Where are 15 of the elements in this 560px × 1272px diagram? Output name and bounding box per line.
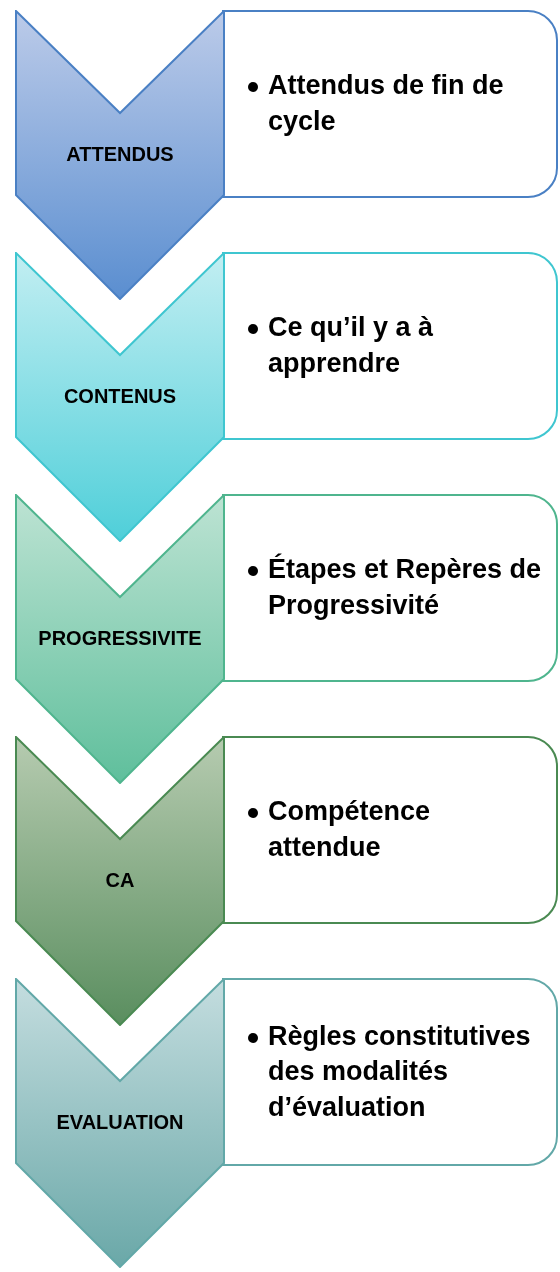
stage-label: CA [104,869,136,892]
card-text: Règles constitutives des modalités d’évaluation [268,1019,532,1124]
content-card [222,978,558,1166]
content-card [222,10,558,198]
stage-label: PROGRESSIVITE [37,627,203,650]
card-text: Ce qu’il y a à apprendre [268,311,435,380]
stage-label: EVALUATION [55,1111,185,1134]
card-text: Étapes et Repères de Progressivité [268,552,543,622]
content-card [222,736,558,924]
card-text: Compétence attendue [268,795,432,864]
stage-label: ATTENDUS [65,143,175,166]
stage-label: CONTENUS [62,385,178,408]
content-card [222,252,558,440]
card-text: Attendus de fin de cycle [268,69,505,138]
content-card [222,494,558,682]
